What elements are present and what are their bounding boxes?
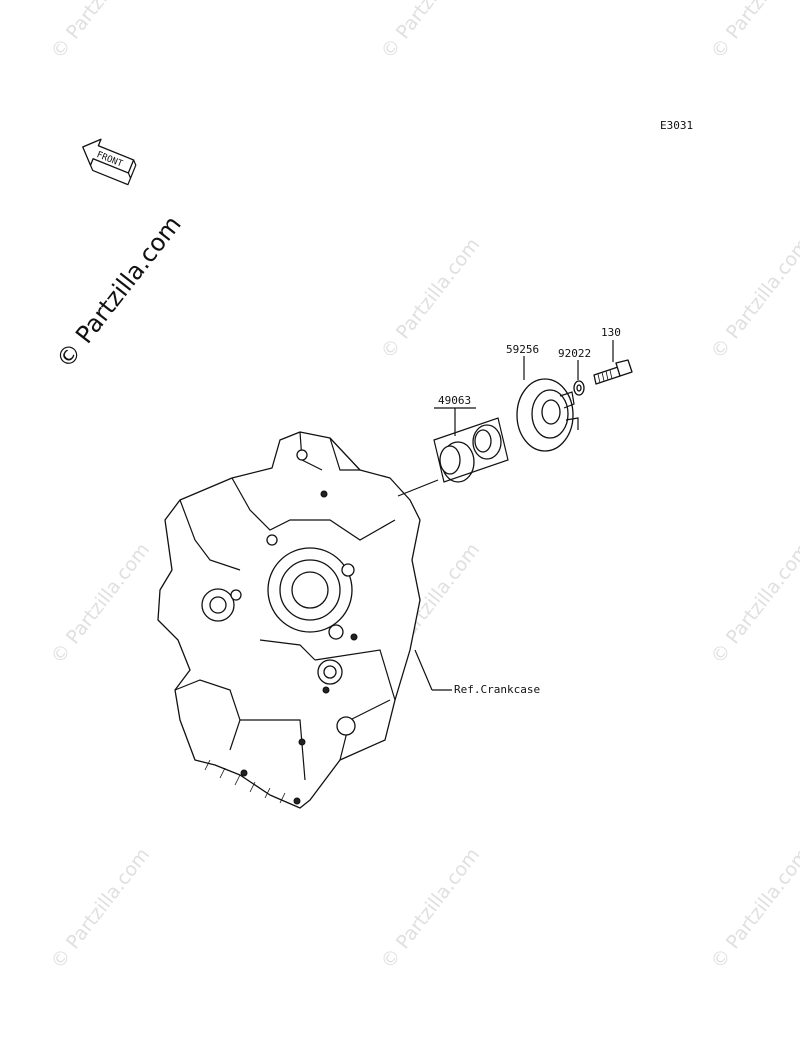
crankcase-drawing	[157, 431, 421, 809]
watermark-tile: © Partzilla.com	[707, 0, 800, 63]
watermark-tile: © Partzilla.com	[47, 844, 155, 973]
watermark-tile: © Partzilla.com	[707, 539, 800, 668]
reference-crankcase: Ref.Crankcase	[454, 683, 540, 696]
watermark-tile: © Partzilla.com	[377, 0, 485, 63]
bearing-part	[433, 417, 509, 483]
watermark-tile: © Partzilla.com	[47, 539, 155, 668]
washer-part	[573, 380, 585, 396]
watermark-tile: © Partzilla.com	[47, 0, 155, 63]
part-number-washer: 92022	[558, 347, 591, 360]
leader-lines	[397, 340, 614, 691]
cover-part	[516, 378, 579, 452]
part-number-bearing: 49063	[438, 394, 471, 407]
watermark-tile: © Partzilla.com	[377, 844, 485, 973]
front-arrow-icon: FRONT	[82, 138, 137, 186]
watermark-tile: © Partzilla.com	[707, 844, 800, 973]
watermark-tile: © Partzilla.com	[377, 234, 485, 363]
bolt-part	[593, 359, 633, 385]
watermark-tile: © Partzilla.com	[707, 234, 800, 363]
part-number-bolt: 130	[601, 326, 621, 339]
watermark-tiles: © Partzilla.com © Partzilla.com © Partzi…	[47, 0, 800, 973]
watermark-main: © Partzilla.com	[51, 211, 187, 374]
part-number-cover: 59256	[506, 343, 539, 356]
diagram-code: E3031	[660, 119, 693, 132]
